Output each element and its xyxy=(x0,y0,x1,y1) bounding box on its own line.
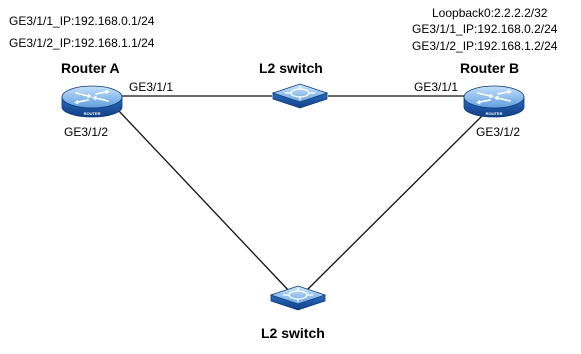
router-b-icon-text: ROUTER xyxy=(486,111,503,116)
link-routera-switch-bottom xyxy=(117,109,291,293)
router-a-ge2-ip-label: GE3/1/2_IP:192.168.1.1/24 xyxy=(9,36,155,50)
router-b-title: Router B xyxy=(460,60,520,76)
router-b-ge1-ip-label: GE3/1/1_IP:192.168.0.2/24 xyxy=(412,22,558,36)
router-b-port1-label: GE3/1/1 xyxy=(414,80,459,94)
router-a-icon: ROUTER xyxy=(61,85,123,118)
router-a-title: Router A xyxy=(61,60,120,76)
l2-switch-bottom-title: L2 switch xyxy=(261,325,325,341)
router-b-ge2-ip-label: GE3/1/2_IP:192.168.1.2/24 xyxy=(412,39,558,53)
router-a-port1-label: GE3/1/1 xyxy=(129,80,174,94)
router-b-port2-label: GE3/1/2 xyxy=(476,125,521,139)
l2-switch-bottom-icon xyxy=(269,285,327,311)
router-a-icon-text: ROUTER xyxy=(84,111,101,116)
router-b-icon: ROUTER xyxy=(463,85,525,118)
l2-switch-top-icon xyxy=(271,83,329,109)
l2-switch-top-title: L2 switch xyxy=(259,60,323,76)
router-b-loopback-label: Loopback0:2.2.2.2/32 xyxy=(432,6,548,20)
link-routerb-switch-bottom xyxy=(304,111,487,293)
router-a-port2-label: GE3/1/2 xyxy=(64,125,109,139)
router-a-ge1-ip-label: GE3/1/1_IP:192.168.0.1/24 xyxy=(9,14,155,28)
